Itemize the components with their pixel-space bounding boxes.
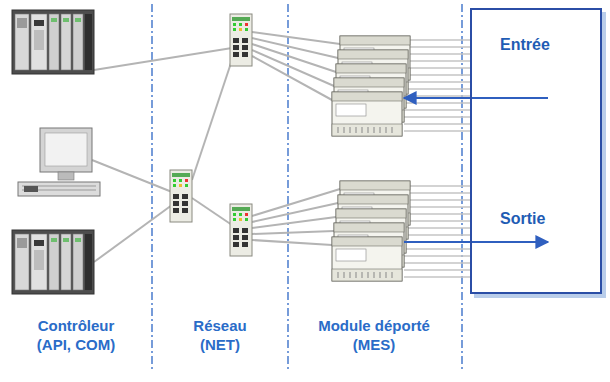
column-label: Module déporté (MES) [306, 316, 442, 354]
signal-wire [404, 255, 470, 257]
signal-wire [404, 220, 470, 222]
signal-wire [404, 60, 470, 62]
signal-wire [404, 88, 470, 90]
signal-wire [404, 116, 470, 118]
signal-wire [404, 130, 470, 132]
signal-wire [404, 269, 470, 271]
signal-wire [404, 234, 470, 236]
signal-wire [404, 81, 470, 83]
process-box: EntréeSortie [470, 8, 602, 294]
signal-wire [404, 213, 470, 215]
signal-wire [404, 185, 470, 187]
signal-wire [404, 46, 470, 48]
signal-label: Entrée [500, 36, 550, 54]
signal-wire [404, 95, 470, 97]
signal-wire [404, 262, 470, 264]
signal-wire [404, 248, 470, 250]
column-label: Réseau (NET) [184, 316, 256, 354]
signal-wire [404, 192, 470, 194]
signal-wire [404, 276, 470, 278]
signal-wire [404, 109, 470, 111]
signal-wire [404, 227, 470, 229]
column-label: Contrôleur (API, COM) [21, 316, 131, 354]
signal-wire [404, 53, 470, 55]
signal-wire [404, 123, 470, 125]
signal-wire [404, 199, 470, 201]
signal-label: Sortie [500, 210, 545, 228]
signal-wire [404, 67, 470, 69]
signal-wire [404, 39, 470, 41]
signal-wire [404, 102, 470, 104]
signal-wire [404, 206, 470, 208]
signal-wire [404, 74, 470, 76]
